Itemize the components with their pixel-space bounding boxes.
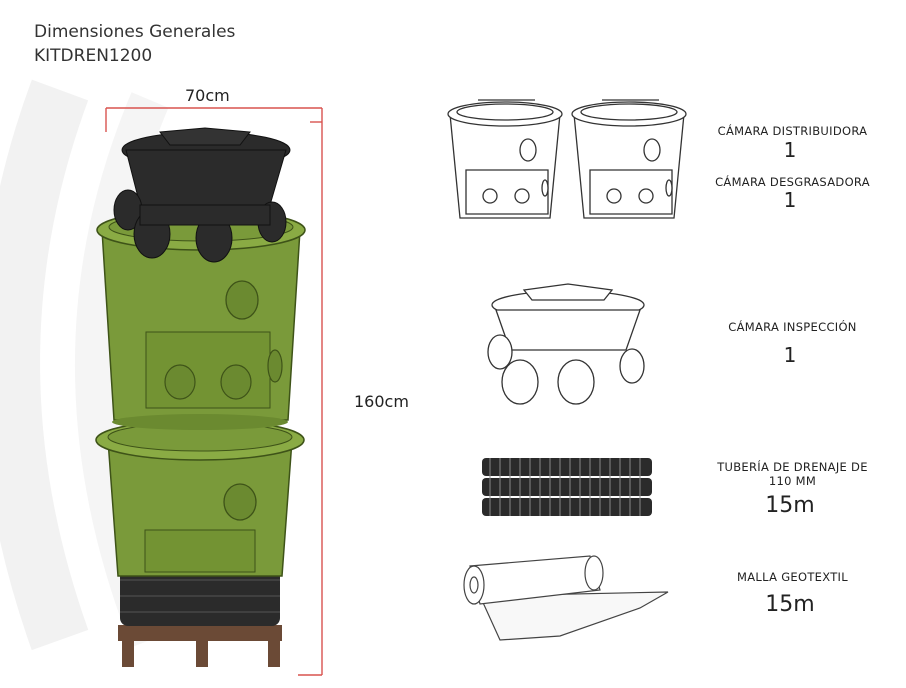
height-dimension-label: 160cm — [354, 392, 409, 411]
item-label-malla: MALLA GEOTEXTIL — [737, 570, 848, 584]
title-line-1: Dimensiones Generales — [34, 22, 236, 42]
chamber-icon — [447, 99, 563, 219]
item-qty-desgrasadora: 1 — [783, 188, 797, 212]
item-qty-malla: 15m — [765, 592, 815, 617]
geotextile-roll-icon — [463, 555, 669, 641]
chamber-icon — [571, 99, 687, 219]
title-line-2: KITDREN1200 — [34, 46, 153, 66]
item-qty-inspeccion: 1 — [783, 343, 797, 367]
drain-pipe-icon — [482, 458, 652, 516]
item-label-inspeccion: CÁMARA INSPECCIÓN — [728, 320, 857, 334]
item-label-tuberia-line1: TUBERÍA DE DRENAJE DE — [717, 460, 868, 474]
pipe-coil — [120, 566, 280, 626]
inspection-chamber-icon — [487, 283, 645, 405]
black-inspection-chamber — [113, 127, 291, 263]
item-label-desgrasadora: CÁMARA DESGRASADORA — [715, 175, 870, 189]
item-label-distribuidora: CÁMARA DISTRIBUIDORA — [717, 124, 868, 138]
item-qty-distribuidora: 1 — [783, 138, 797, 162]
lower-green-chamber — [95, 419, 305, 577]
item-qty-tuberia: 15m — [765, 493, 815, 518]
item-label-tuberia-line2: 110 MM — [768, 474, 817, 488]
pallet — [118, 625, 282, 667]
width-dimension-label: 70cm — [185, 86, 230, 105]
